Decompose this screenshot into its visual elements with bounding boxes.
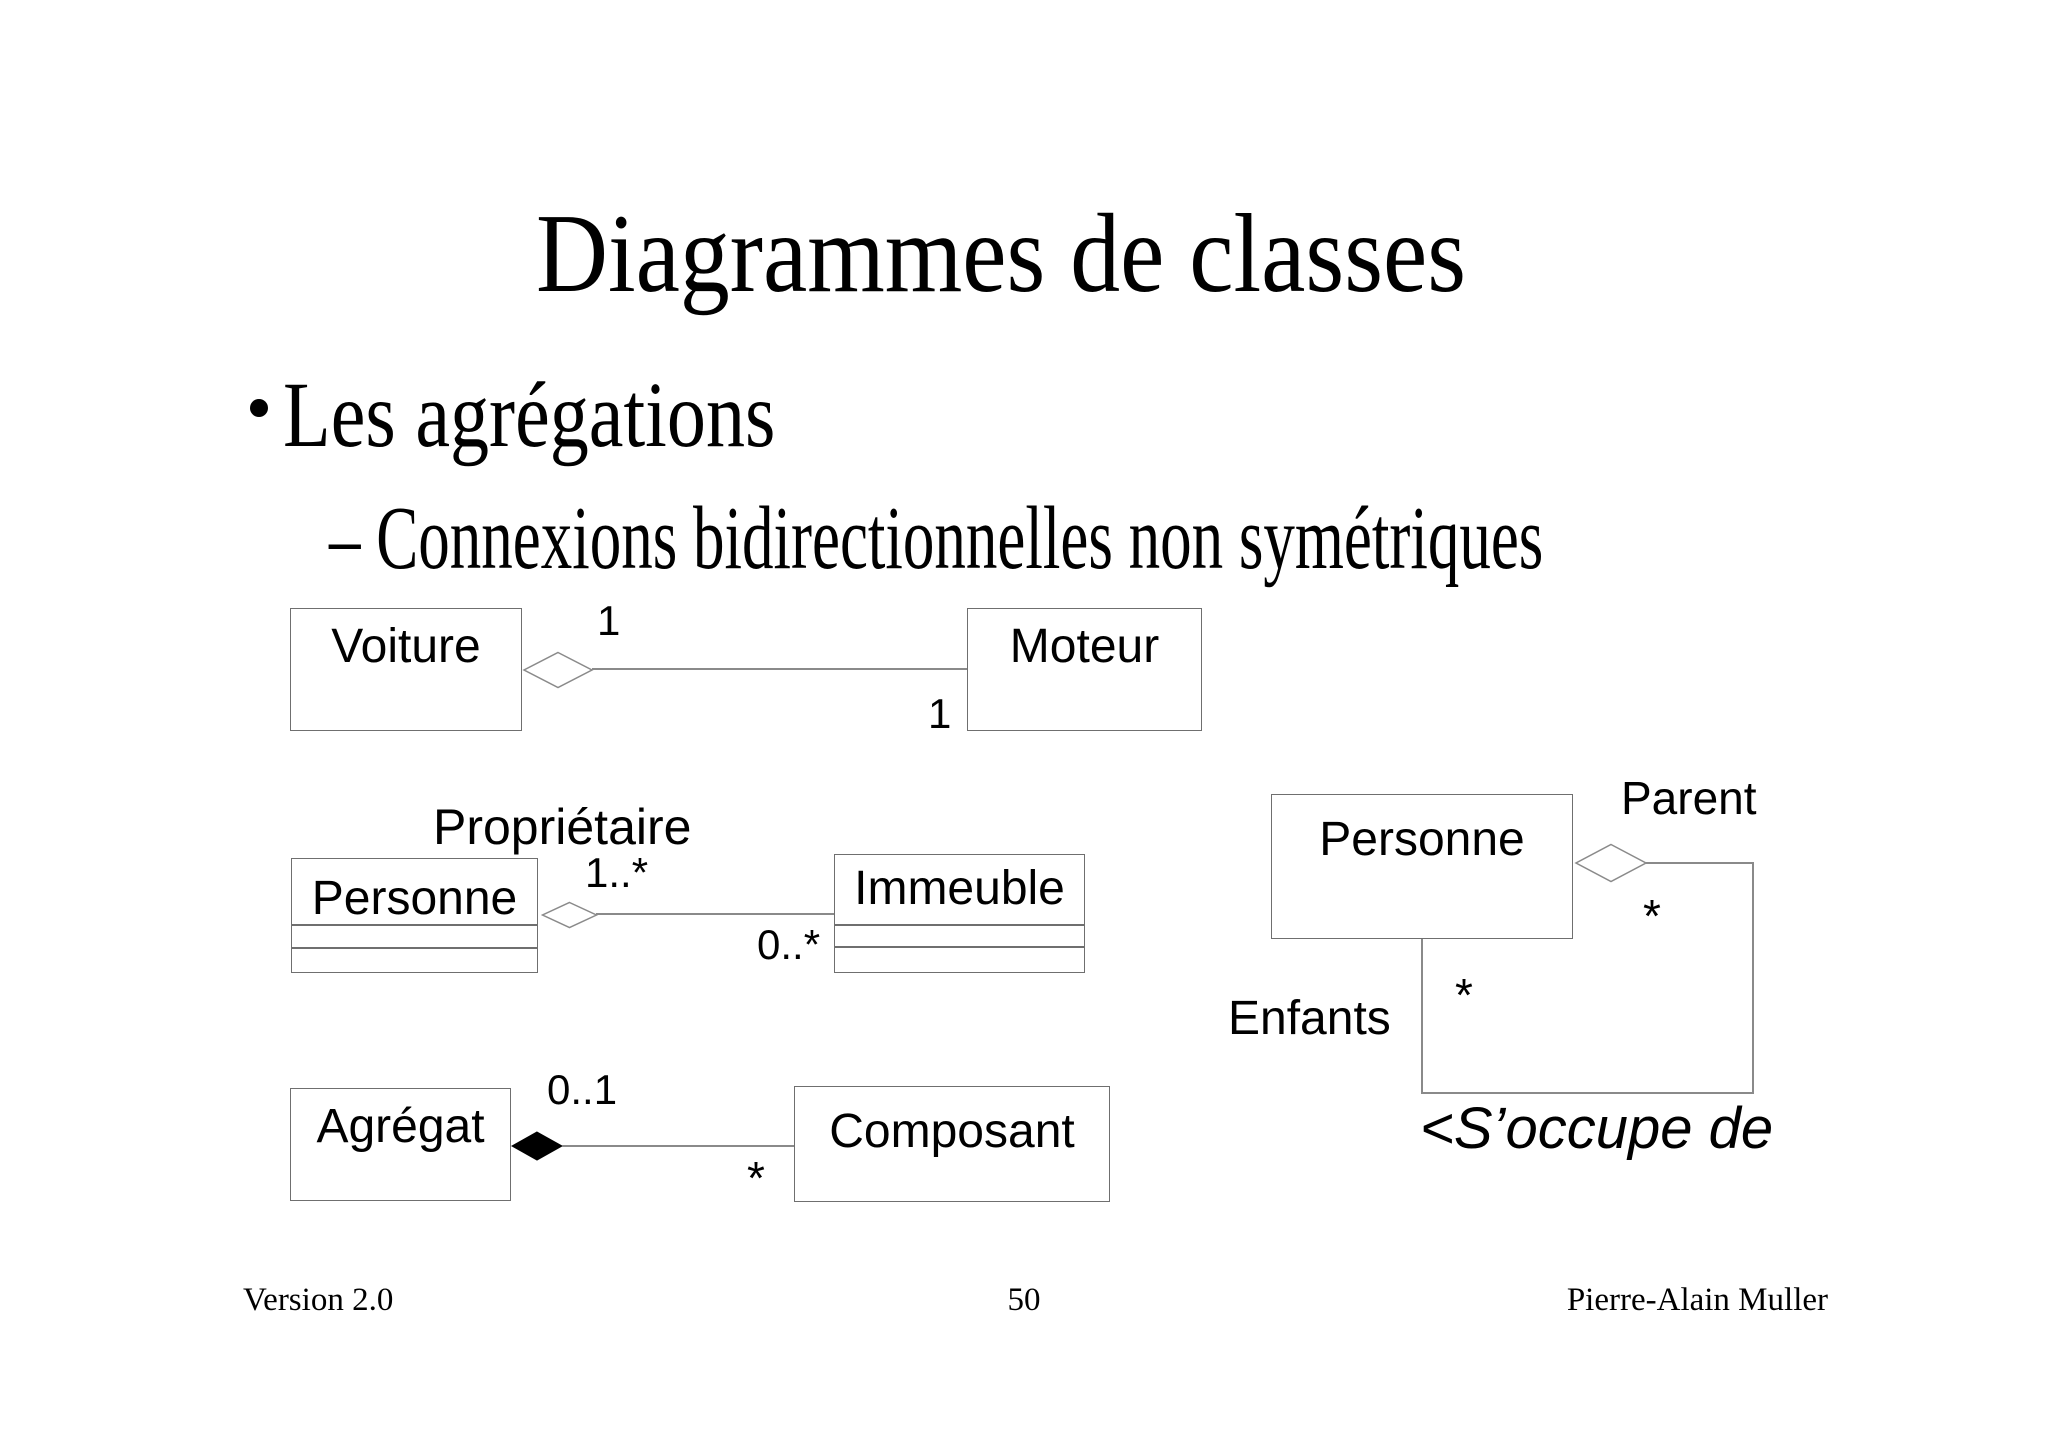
class-box-personne-reflexive: Personne bbox=[1271, 794, 1573, 939]
association-line-voiture-moteur bbox=[592, 668, 968, 670]
multiplicity-aggregate-1: 1 bbox=[597, 597, 621, 644]
class-box-agregat: Agrégat bbox=[290, 1088, 511, 1201]
composition-diamond-icon bbox=[511, 1131, 563, 1161]
multiplicity-children: * bbox=[1455, 969, 1473, 1021]
aggregation-diamond-icon bbox=[522, 651, 594, 689]
multiplicity-aggregate-2: 1..* bbox=[585, 849, 649, 896]
self-association-line-top bbox=[1646, 862, 1754, 864]
bullet-text: Les agrégations bbox=[283, 364, 776, 467]
class-name-voiture: Voiture bbox=[331, 620, 481, 673]
class-name-personne: Personne bbox=[311, 872, 518, 925]
self-association-line-left bbox=[1421, 939, 1423, 1094]
multiplicity-part-2: 0..* bbox=[757, 921, 821, 968]
class-box-voiture: Voiture bbox=[290, 608, 522, 731]
association-line-agregat-composant bbox=[562, 1145, 795, 1147]
class-name-agregat: Agrégat bbox=[316, 1100, 485, 1153]
class-name-personne-reflexive: Personne bbox=[1319, 813, 1525, 866]
class-name-immeuble: Immeuble bbox=[854, 862, 1065, 915]
self-association-line-right bbox=[1752, 862, 1754, 1094]
class-box-composant: Composant bbox=[794, 1086, 1110, 1202]
multiplicity-part-1: 1 bbox=[928, 690, 952, 737]
association-name-soccupe-de: <S’occupe de bbox=[1420, 1096, 1774, 1161]
self-association-line-bottom bbox=[1421, 1092, 1754, 1094]
role-label-parent: Parent bbox=[1621, 772, 1757, 824]
compartment-divider bbox=[835, 924, 1084, 926]
class-box-moteur: Moteur bbox=[967, 608, 1202, 731]
aggregation-diamond-icon bbox=[1574, 843, 1648, 883]
multiplicity-parent: * bbox=[1643, 890, 1661, 942]
class-name-composant: Composant bbox=[829, 1105, 1075, 1158]
multiplicity-part-3: * bbox=[747, 1152, 765, 1204]
multiplicity-aggregate-3: 0..1 bbox=[547, 1066, 618, 1113]
compartment-divider bbox=[835, 946, 1084, 948]
class-box-personne: Personne bbox=[291, 858, 538, 973]
compartment-divider bbox=[292, 947, 537, 949]
class-box-immeuble: Immeuble bbox=[834, 854, 1085, 973]
footer-page-number: 50 bbox=[1007, 1282, 1041, 1318]
class-name-moteur: Moteur bbox=[1009, 620, 1160, 673]
role-label-enfants: Enfants bbox=[1228, 992, 1391, 1045]
footer-version: Version 2.0 bbox=[243, 1282, 394, 1318]
sub-bullet-text: – Connexions bidirectionnelles non symét… bbox=[329, 489, 1544, 588]
aggregation-diamond-icon bbox=[541, 901, 598, 929]
footer-author: Pierre-Alain Muller bbox=[1566, 1282, 1828, 1318]
page-title: Diagrammes de classes bbox=[536, 192, 1467, 316]
association-role-proprietaire: Propriétaire bbox=[433, 799, 692, 855]
bullet-icon bbox=[250, 399, 268, 417]
association-line-personne-immeuble bbox=[596, 913, 836, 915]
compartment-divider bbox=[292, 924, 537, 926]
